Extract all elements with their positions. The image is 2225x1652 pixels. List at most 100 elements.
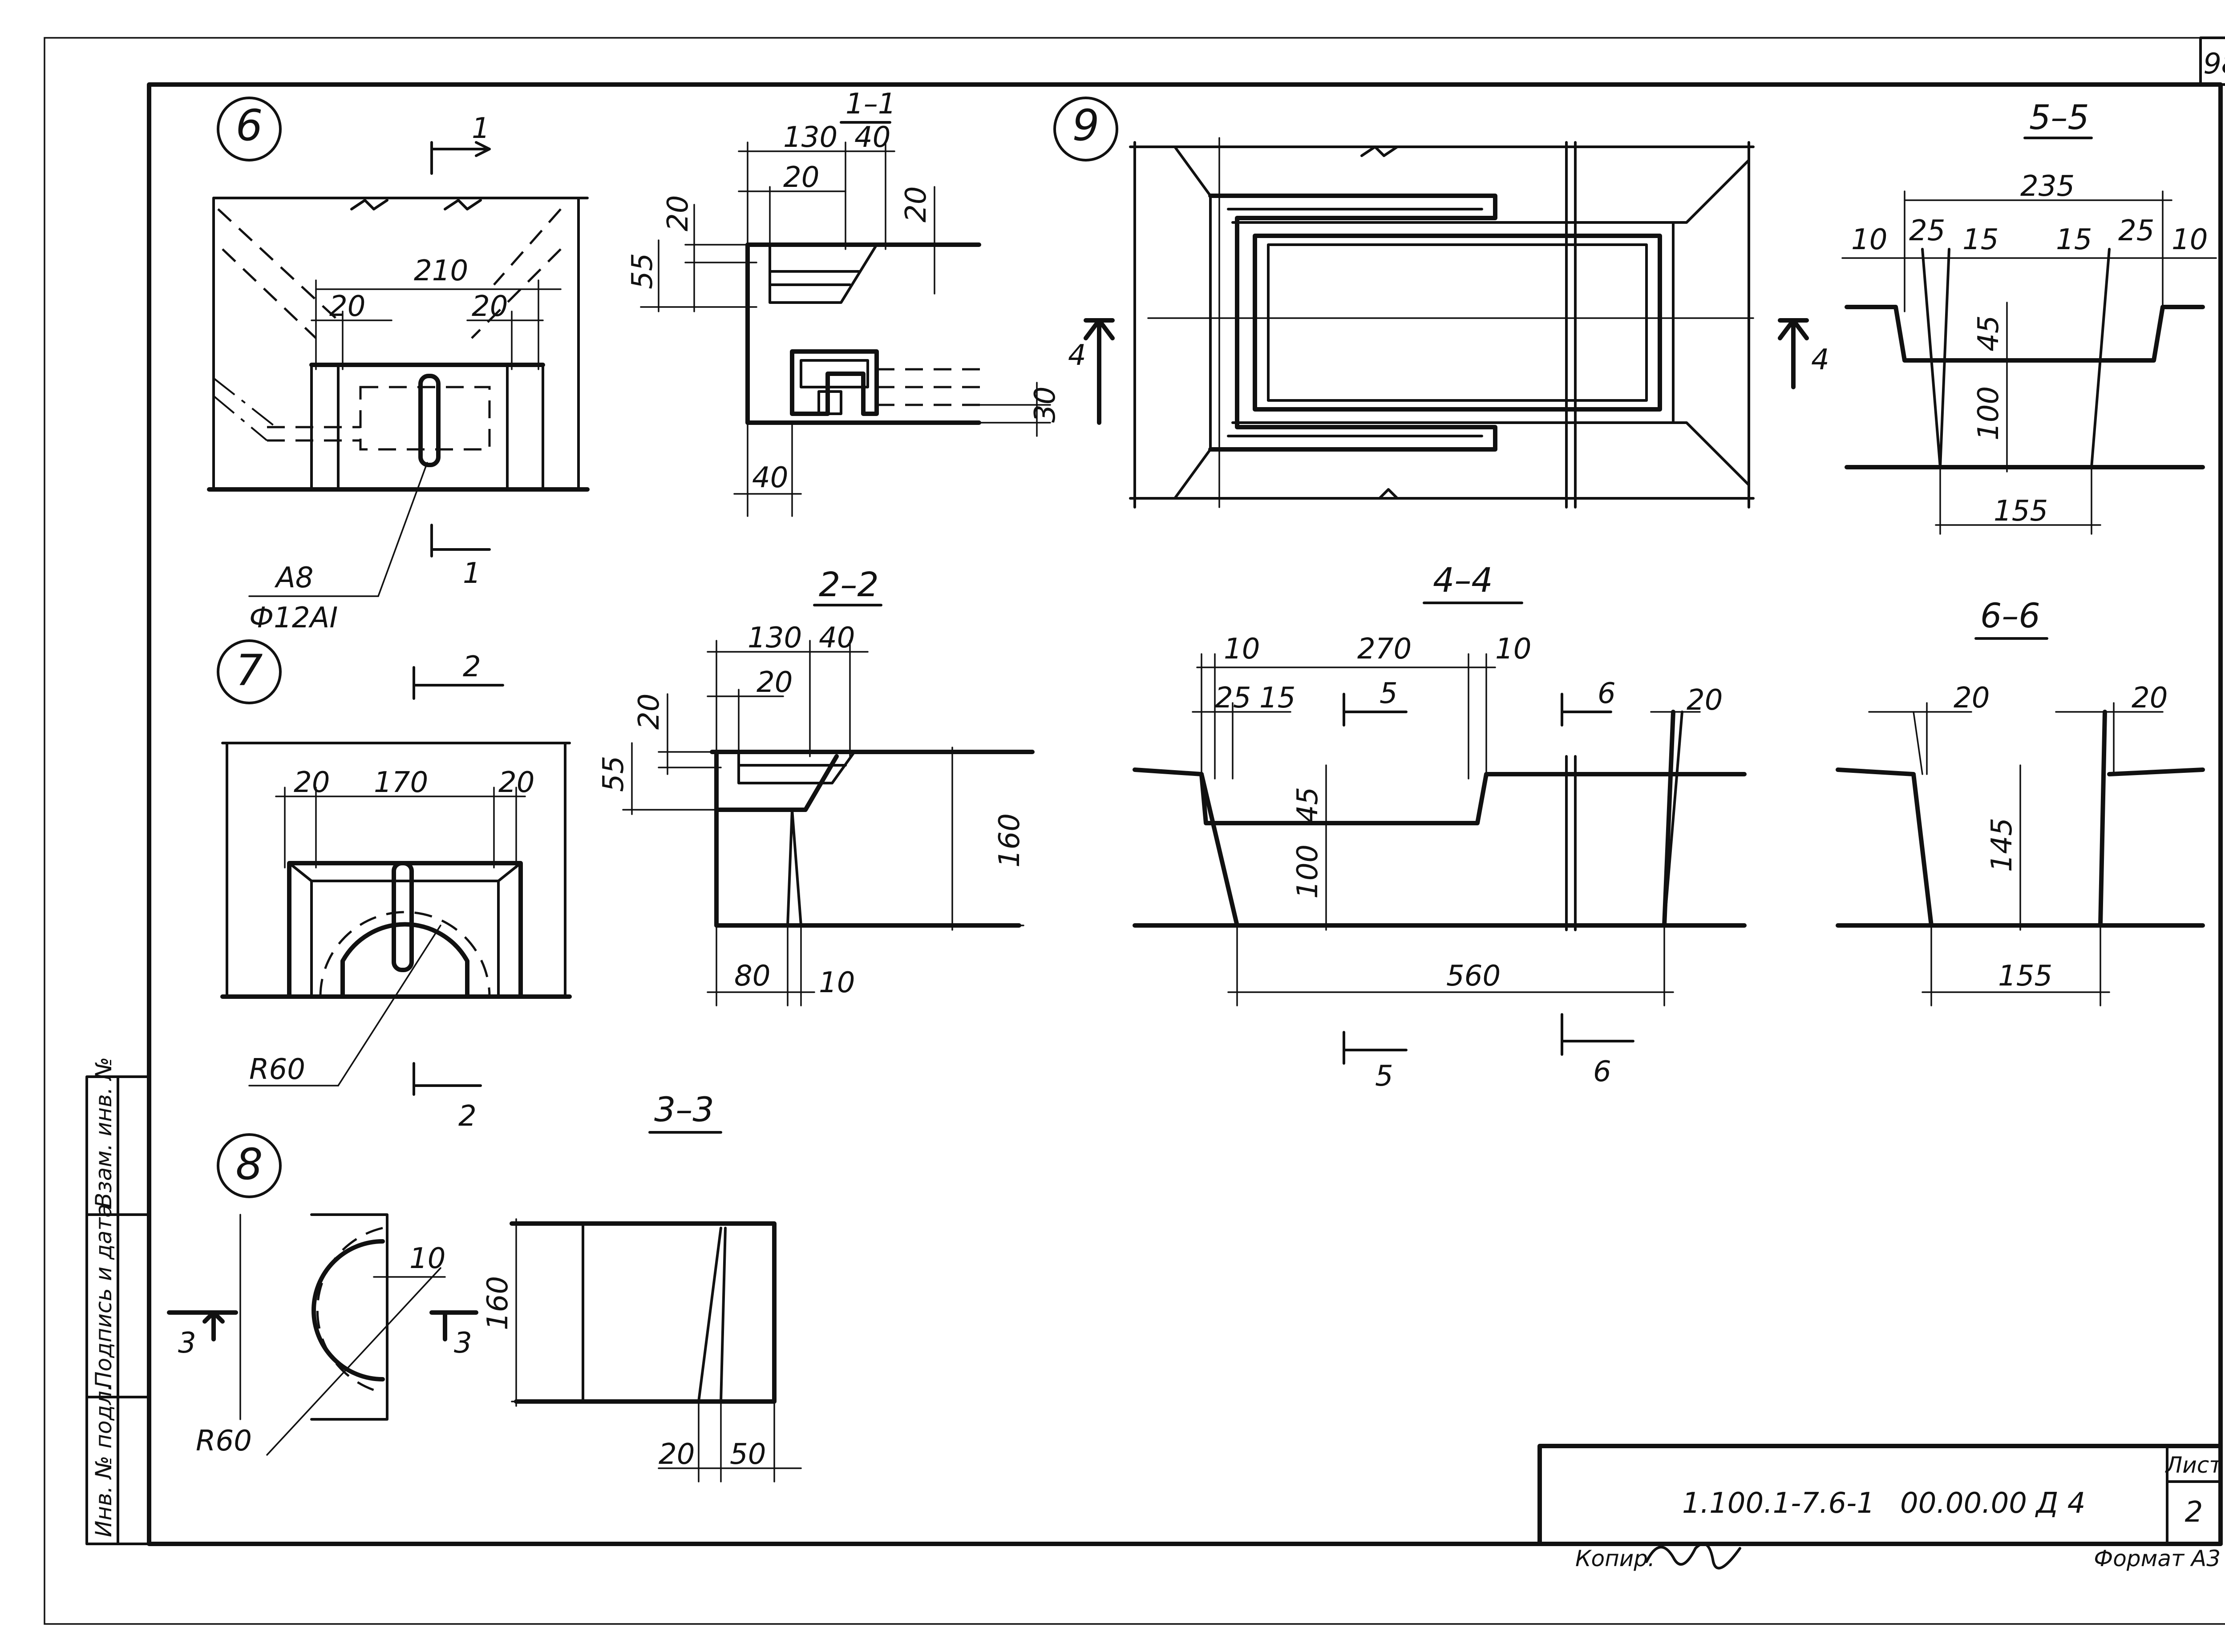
sheet-number: 98 xyxy=(2203,48,2225,81)
radius-7: R60 xyxy=(249,1053,305,1086)
dim-33-160: 160 xyxy=(481,1276,514,1330)
section-1-1: 1–1 130 40 20 20 20 55 30 xyxy=(626,88,1115,517)
node-label-8: 8 xyxy=(235,1139,263,1189)
detail-8: 8 3 3 10 R60 xyxy=(167,1133,478,1458)
cut-label-5-bottom: 5 xyxy=(1375,1060,1393,1093)
dim-11-40: 40 xyxy=(854,121,890,154)
cut-label-4-right: 4 xyxy=(1811,343,1829,376)
detail-6: 6 1 1 210 20 20 xyxy=(207,97,590,634)
dim-44-15: 15 xyxy=(1259,682,1295,715)
dim-33-50: 50 xyxy=(730,1438,766,1471)
dim-55-45: 45 xyxy=(1972,315,2005,351)
section-3-3: 3–3 160 20 50 xyxy=(481,1090,802,1482)
dim-7-170: 170 xyxy=(374,766,428,799)
section-title-3-3: 3–3 xyxy=(654,1090,714,1129)
dim-22-10: 10 xyxy=(819,966,855,999)
dim-55-15b: 15 xyxy=(2056,223,2092,256)
title-copied: Копир. xyxy=(1575,1546,1655,1571)
copier-signature xyxy=(1645,1543,1741,1570)
dim-55-10a: 10 xyxy=(1851,223,1887,256)
dim-33-20: 20 xyxy=(659,1438,695,1471)
cut-label-1-bottom: 1 xyxy=(463,557,481,590)
dim-55-25b: 25 xyxy=(2118,214,2154,247)
dim-11-40b: 40 xyxy=(752,461,788,494)
radius-8: R60 xyxy=(196,1425,252,1458)
dim-22-160: 160 xyxy=(993,813,1026,868)
section-title-5-5: 5–5 xyxy=(2029,97,2089,137)
cut-label-6-top: 6 xyxy=(1598,677,1616,710)
title-code: 00.00.00 Д 4 xyxy=(1900,1487,2085,1520)
stamp-replace-inv: Взам. инв. № xyxy=(91,1057,117,1208)
section-5-5: 5–5 235 10 25 15 15 25 10 45 100 155 xyxy=(1841,97,2217,535)
dim-22-80: 80 xyxy=(734,960,770,993)
dim-11-20c: 20 xyxy=(662,195,695,231)
dim-8-10: 10 xyxy=(409,1242,445,1275)
dim-44-25: 25 xyxy=(1215,682,1251,715)
dim-66-20b: 20 xyxy=(2132,682,2168,715)
cut-label-1-top: 1 xyxy=(472,112,490,145)
dim-44-270: 270 xyxy=(1357,633,1412,666)
cut-label-2-top: 2 xyxy=(463,650,481,683)
section-4-4: 4–4 10 270 10 25 15 20 45 100 560 5 5 xyxy=(1133,560,1747,1093)
section-title-2-2: 2–2 xyxy=(819,565,879,604)
dim-7-20b: 20 xyxy=(498,766,534,799)
cut-label-5-top: 5 xyxy=(1380,677,1398,710)
node-label-6: 6 xyxy=(235,101,263,150)
section-title-4-4: 4–4 xyxy=(1433,560,1493,600)
sheet-number-box xyxy=(2199,36,2225,86)
node-label-9: 9 xyxy=(1072,101,1099,150)
title-format: Формат А3 xyxy=(2094,1546,2221,1571)
cut-label-4-left: 4 xyxy=(1068,339,1086,372)
dim-55-235: 235 xyxy=(2020,170,2075,203)
dim-11-130: 130 xyxy=(783,121,837,154)
detail-7: 7 2 2 20 170 20 R60 xyxy=(217,639,572,1133)
dim-66-145: 145 xyxy=(1986,818,2019,872)
dim-55-25a: 25 xyxy=(1909,214,1945,247)
cut-label-2-bottom: 2 xyxy=(458,1100,477,1133)
inner-frame xyxy=(147,82,2223,1546)
dim-6-210: 210 xyxy=(414,254,468,287)
dim-55-100: 100 xyxy=(1972,386,2005,440)
dim-11-20b: 20 xyxy=(900,186,933,222)
dim-11-55: 55 xyxy=(626,253,659,289)
dim-22-20b: 20 xyxy=(633,694,666,730)
title-sheet-label: Лист xyxy=(2165,1452,2223,1478)
title-designation: 1.100.1-7.6-1 xyxy=(1682,1487,1875,1520)
node-circle-8 xyxy=(217,1133,282,1198)
dim-44-100: 100 xyxy=(1291,844,1324,899)
rebar-mark: А8 xyxy=(274,561,314,594)
title-sheet-value: 2 xyxy=(2185,1496,2203,1529)
dim-44-10a: 10 xyxy=(1224,633,1260,666)
dim-11-20a: 20 xyxy=(783,161,819,194)
dim-22-55: 55 xyxy=(597,756,630,792)
dim-44-10b: 10 xyxy=(1495,633,1531,666)
node-circle-9 xyxy=(1053,97,1118,162)
dim-44-20: 20 xyxy=(1687,684,1723,717)
stamp-sign-date: Подпись и дата xyxy=(91,1204,117,1388)
rebar-spec: Ф12АI xyxy=(249,602,338,634)
dim-44-45: 45 xyxy=(1291,787,1324,823)
dim-7-20a: 20 xyxy=(294,766,330,799)
stamp-inv-no: Инв. № подл. xyxy=(91,1384,117,1537)
side-stamp: Инв. № подл. Подпись и дата Взам. инв. № xyxy=(85,1057,150,1545)
dim-11-30: 30 xyxy=(1029,387,1062,423)
node-circle-6 xyxy=(217,97,282,162)
dim-6-20b: 20 xyxy=(472,290,508,323)
dim-22-20a: 20 xyxy=(756,666,793,699)
node-circle-7 xyxy=(217,639,282,704)
node-label-7: 7 xyxy=(235,646,263,695)
section-title-6-6: 6–6 xyxy=(1980,596,2040,635)
dim-55-10b: 10 xyxy=(2172,223,2208,256)
dim-22-40: 40 xyxy=(819,622,855,654)
dim-66-20a: 20 xyxy=(1954,682,1990,715)
title-block: 1.100.1-7.6-1 00.00.00 Д 4 Лист 2 Копир.… xyxy=(1537,1444,2223,1571)
section-2-2: 2–2 130 40 20 20 55 160 80 10 xyxy=(597,565,1035,1006)
dim-44-560: 560 xyxy=(1446,960,1501,993)
dim-6-20a: 20 xyxy=(329,290,365,323)
detail-9: 9 4 xyxy=(1053,97,1829,509)
cut-label-3-right: 3 xyxy=(454,1327,472,1360)
outer-border xyxy=(44,37,2225,1625)
dim-55-15a: 15 xyxy=(1962,223,1998,256)
dim-55-155: 155 xyxy=(1994,495,2048,528)
